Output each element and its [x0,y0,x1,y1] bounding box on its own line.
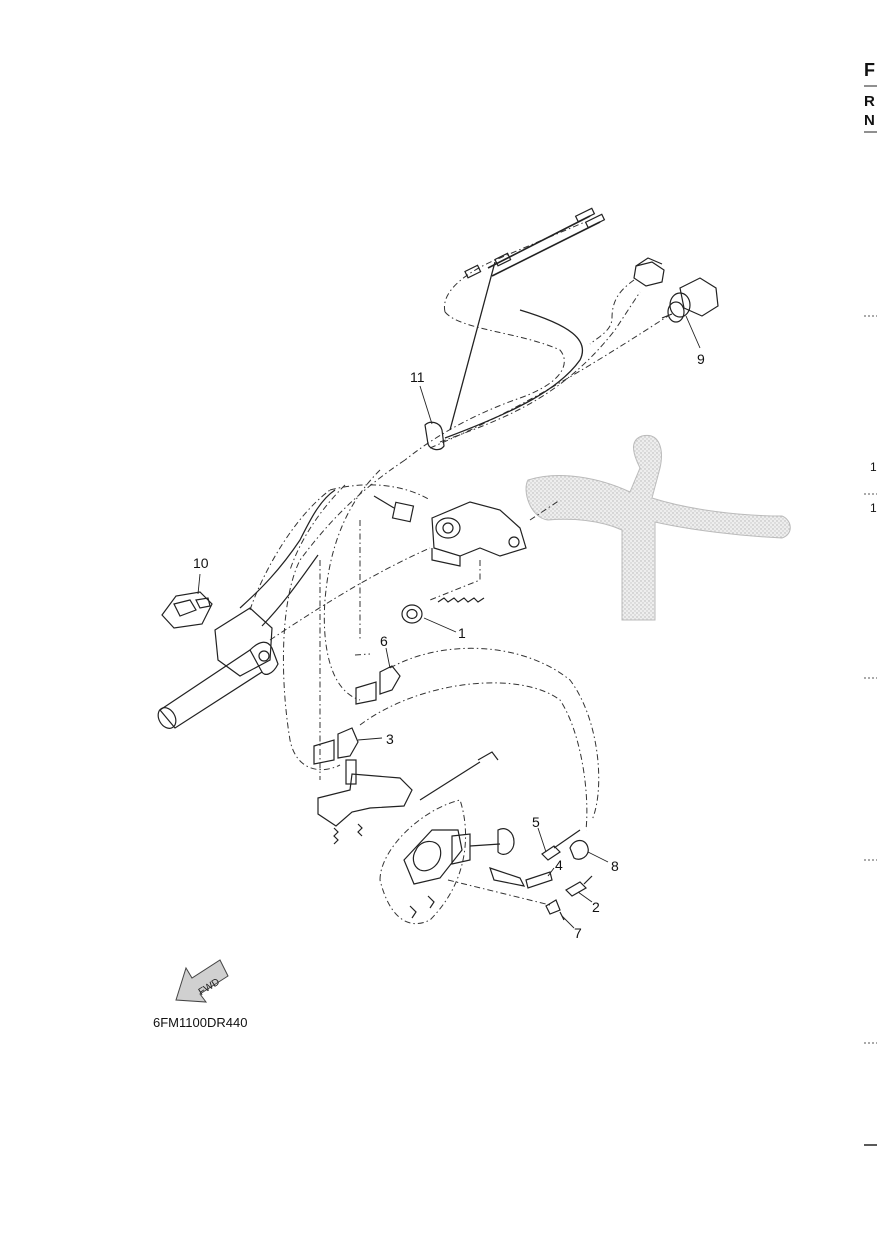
cable-routing [249,221,669,906]
leader-4 [547,867,555,877]
harness-connector-top [589,257,665,345]
part-11-clamp [419,385,445,451]
leader-10 [197,573,201,595]
leader-1 [423,617,457,633]
edge-letter-n: N [864,112,875,129]
edge-letter-r: R [864,93,875,110]
callout-6: 6 [380,633,388,649]
leader-7 [561,915,575,929]
callout-2: 2 [592,899,600,915]
fwd-arrow: FWD [175,959,229,1003]
part-8-clip [569,839,609,863]
leader-9 [685,315,701,349]
part-2-cable-end [565,875,593,903]
leader-3 [357,737,383,741]
steering-bracket-reference [525,434,791,621]
callout-11: 11 [410,369,425,385]
shift-mechanism [379,751,526,925]
callout-5: 5 [532,814,540,830]
part-6-holder [355,647,401,705]
callout-10: 10 [193,555,209,571]
part-1-grommet [401,604,457,633]
edge-digit-1b: 1 [870,501,877,515]
tiller-handle [157,489,336,729]
part-5-cable-end [537,827,581,861]
leader-2 [577,891,593,903]
callout-3: 3 [386,731,394,747]
edge-letter-f: F [864,60,875,80]
leader-6 [385,647,391,669]
part-4-link [525,867,555,889]
part-9-switch [661,277,719,349]
part-3-holder [313,727,383,765]
leader-8 [587,851,609,863]
part-7-pin [545,899,575,929]
callout-8: 8 [611,858,619,874]
control-cables [444,207,606,439]
part-10-grip [161,573,213,629]
pivot-bracket [373,495,527,567]
callout-7: 7 [574,925,582,941]
callout-9: 9 [697,351,705,367]
leader-5 [537,827,547,853]
leader-11 [419,385,433,425]
callout-1: 1 [458,625,466,641]
spring [437,597,485,603]
mounting-plate [317,759,413,845]
callout-4: 4 [555,857,563,873]
edge-digit-1a: 1 [870,460,877,474]
figure-code: 6FM1100DR440 [153,1015,247,1030]
